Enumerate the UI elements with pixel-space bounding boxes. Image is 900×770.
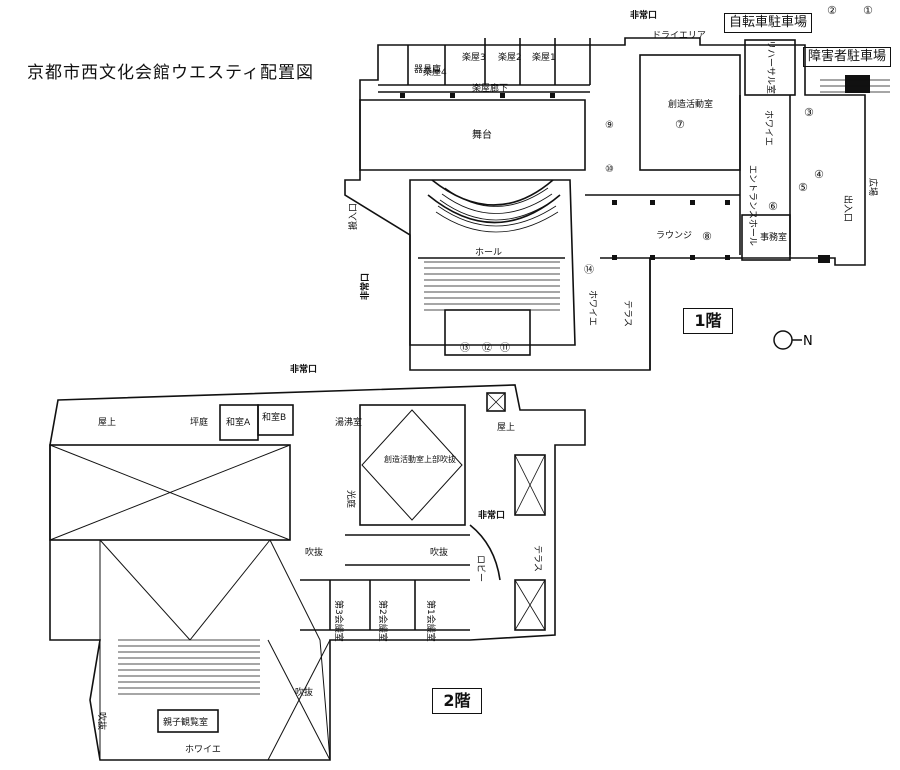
f2-kaigi1: 第1会議室 (425, 600, 437, 642)
f2-fukinuke2: 吹抜 (430, 546, 448, 558)
f2-exit-top: 非常口 (290, 363, 317, 375)
floor2-plan (49, 384, 586, 761)
f1-gakuya-roka: 楽屋廊下 (472, 82, 508, 94)
f1-souzou: 創造活動室 (668, 98, 713, 110)
svg-text:②: ② (827, 4, 837, 17)
svg-text:⑪: ⑪ (500, 342, 510, 354)
f2-souzou-upper: 創造活動室上部吹抜 (384, 454, 456, 464)
north-label: N (803, 334, 813, 349)
f1-lounge: ラウンジ (656, 230, 692, 241)
f1-hall: ホール (475, 247, 502, 258)
f1-gakuya2: 楽屋2 (498, 51, 522, 63)
f1-dryarea: ドライエリア (652, 30, 706, 41)
f1-gakuya4: 楽屋4 (423, 66, 447, 78)
floor2-labels: 屋上 坪庭 和室A 和室B 屋上 創造活動室上部吹抜 光庭 吹抜 吹抜 吹抜 吹… (96, 363, 543, 755)
accessible-parking-label: 障害者駐車場 (803, 47, 892, 67)
f1-foyer-lower: ホワイエ (587, 290, 598, 326)
f2-fukinuke4: 吹抜 (295, 686, 313, 698)
f1-butai: 舞台 (472, 128, 492, 141)
f1-hanyu: 搬入口 (347, 203, 359, 230)
bike-parking-label: 自転車駐車場 (724, 13, 813, 33)
floor1-label: 1階 (683, 308, 733, 334)
floor2-label: 2階 (432, 688, 482, 714)
f2-kouei: 光庭 (345, 490, 357, 508)
f2-exit-right: 非常口 (478, 509, 505, 521)
f1-exit-left: 非常口 (359, 273, 371, 300)
f1-kiguko: 器具庫 (414, 63, 441, 75)
floor1-plan (344, 37, 890, 371)
f2-kyutoshitsu: 湯沸室 (335, 416, 362, 428)
plan-title: 京都市西文化会館ウエスティ配置図 (27, 63, 314, 83)
svg-text:①: ① (863, 4, 873, 17)
svg-text:⑬: ⑬ (460, 342, 470, 354)
f1-gakuya3: 楽屋3 (462, 51, 486, 63)
f2-okujo-right: 屋上 (497, 422, 515, 433)
f1-foyer-upper: ホワイエ (763, 110, 774, 146)
svg-text:④: ④ (814, 168, 824, 181)
f2-oyako: 親子観覧室 (163, 716, 208, 728)
svg-text:⑫: ⑫ (482, 342, 492, 354)
floor1-labels: 楽屋4 楽屋3 楽屋2 楽屋1 器具庫 楽屋廊下 舞台 ホール 創造活動室 ⑦ … (347, 4, 879, 354)
svg-text:⑥: ⑥ (768, 200, 778, 213)
svg-text:③: ③ (804, 106, 814, 119)
f2-washitsu-b: 和室B (262, 411, 286, 423)
svg-text:⑩: ⑩ (605, 164, 614, 175)
f2-kaigi3: 第3会議室 (333, 600, 345, 642)
f1-hiroba: 広場 (867, 178, 879, 196)
f1-entrance: エントランスホール (747, 165, 758, 246)
f2-okujo-left: 屋上 (98, 417, 116, 428)
f2-kaigi2: 第2会議室 (377, 600, 389, 642)
svg-text:⑧: ⑧ (702, 230, 712, 243)
svg-text:⑭: ⑭ (584, 264, 594, 276)
svg-text:⑨: ⑨ (605, 120, 614, 131)
svg-text:⑦: ⑦ (675, 118, 685, 131)
f2-fukinuke1: 吹抜 (305, 546, 323, 558)
north-arrow: N (773, 330, 813, 350)
f2-tsubo: 坪庭 (190, 416, 208, 428)
f1-exit-top: 非常口 (630, 9, 657, 21)
f1-gakuya1: 楽屋1 (532, 51, 556, 63)
f1-office: 事務室 (760, 231, 787, 243)
f2-fukinuke3: 吹抜 (96, 712, 108, 730)
f1-terrace: テラス (622, 300, 633, 327)
f2-terrace: テラス (532, 545, 543, 572)
f2-foyer: ホワイエ (185, 744, 221, 755)
f1-deiriguchi: 出入口 (842, 195, 854, 222)
f1-rehearsal: リハーサル室 (765, 40, 777, 94)
svg-text:⑤: ⑤ (798, 181, 808, 194)
f2-lobby: ロビー (475, 555, 486, 582)
f2-washitsu-a: 和室A (226, 416, 251, 428)
